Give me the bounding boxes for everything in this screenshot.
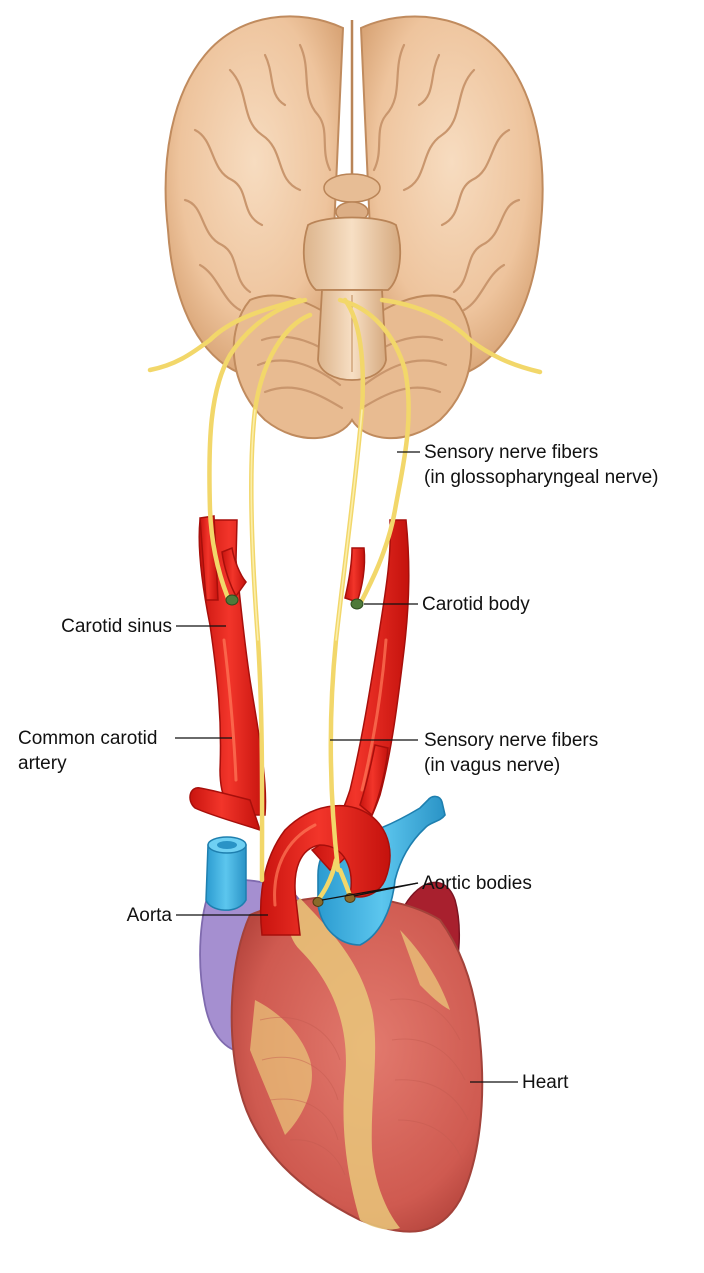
label-aortic-bodies: Aortic bodies — [422, 873, 532, 894]
label-common-carotid-line1: Common carotid — [18, 728, 157, 749]
label-aorta: Aorta — [127, 905, 173, 926]
label-sensory-vagus-line2: (in vagus nerve) — [424, 755, 560, 776]
carotid-body-left-marker — [226, 595, 238, 605]
carotid-body-right-marker — [351, 599, 363, 609]
label-sensory-glosso-line1: Sensory nerve fibers — [424, 442, 598, 463]
label-carotid-body: Carotid body — [422, 594, 530, 615]
label-heart: Heart — [522, 1072, 569, 1093]
label-carotid-sinus: Carotid sinus — [61, 616, 172, 637]
label-sensory-vagus-line1: Sensory nerve fibers — [424, 730, 598, 751]
label-common-carotid-line2: artery — [18, 753, 67, 774]
aortic-body-marker-1 — [313, 898, 323, 907]
label-sensory-glosso-line2: (in glossopharyngeal nerve) — [424, 467, 658, 488]
